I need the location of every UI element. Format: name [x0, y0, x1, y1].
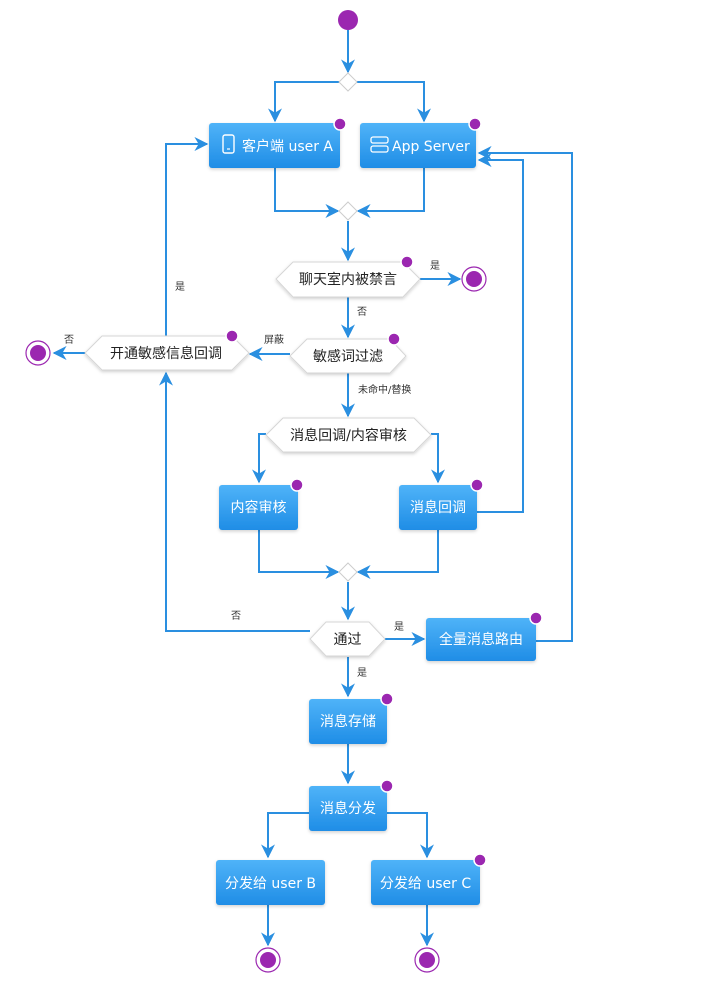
end-node-user-c: [414, 947, 440, 973]
merge-diamond: [338, 201, 358, 221]
edge-labels: 是 否 屏蔽 否 是 未命中/替换 是 否 是: [64, 260, 440, 679]
edge-callback-to-server: [477, 153, 524, 513]
message-callback-badge: [470, 478, 484, 492]
label-callback-yes: 是: [175, 281, 185, 293]
end-node-user-b: [255, 947, 281, 973]
message-dispatch-badge: [380, 779, 394, 793]
app-server-label: App Server: [392, 139, 470, 155]
message-dispatch-node[interactable]: 消息分发: [309, 779, 394, 831]
label-muted-yes: 是: [430, 260, 440, 272]
client-a-label: 客户端 user A: [242, 138, 333, 155]
label-callback-no: 否: [64, 334, 74, 346]
edge-dispatch-to-c: [387, 812, 434, 859]
edge-review-to-content: [252, 433, 266, 484]
dispatch-user-c-label: 分发给 user C: [380, 876, 471, 892]
merge-diamond-2: [338, 562, 358, 582]
edges: [52, 30, 573, 947]
content-review-badge: [290, 478, 304, 492]
phone-icon: [222, 134, 235, 154]
edge-fork-to-server: [357, 81, 431, 123]
label-filter-miss: 未命中/替换: [358, 383, 411, 396]
sensitive-callback-badge: [225, 329, 239, 343]
edge-fork-to-client: [268, 81, 339, 123]
edge-pass-no: [159, 371, 310, 632]
edge-client-to-merge: [274, 168, 340, 218]
label-pass-yes-route: 是: [394, 621, 404, 633]
edge-content-to-merge: [258, 529, 340, 579]
callback-review-node[interactable]: 消息回调/内容审核: [265, 417, 432, 453]
edge-route-to-server: [477, 146, 573, 642]
full-routing-label: 全量消息路由: [439, 631, 523, 648]
edge-callbackbox-to-merge: [356, 529, 439, 579]
dispatch-user-c-node[interactable]: 分发给 user C: [371, 853, 487, 905]
edge-server-to-merge: [356, 168, 425, 218]
server-icon: [370, 136, 389, 153]
full-routing-node[interactable]: 全量消息路由: [426, 611, 543, 661]
message-store-label: 消息存储: [320, 713, 376, 730]
message-store-node[interactable]: 消息存储: [309, 692, 394, 744]
dispatch-user-c-badge: [473, 853, 487, 867]
app-server-node[interactable]: App Server: [360, 117, 482, 168]
content-review-node[interactable]: 内容审核: [219, 478, 304, 530]
edge-callback-yes: [165, 137, 209, 336]
message-callback-label: 消息回调: [410, 499, 466, 516]
message-dispatch-label: 消息分发: [320, 800, 376, 817]
sensitive-filter-label: 敏感词过滤: [313, 348, 383, 365]
sensitive-filter-node[interactable]: 敏感词过滤: [289, 332, 407, 374]
content-review-label: 内容审核: [231, 499, 287, 516]
fork-diamond: [338, 72, 358, 92]
edge-review-to-callback: [431, 433, 445, 484]
app-server-badge: [468, 117, 482, 131]
label-pass-no: 否: [231, 610, 241, 622]
full-routing-badge: [529, 611, 543, 625]
callback-review-label: 消息回调/内容审核: [290, 427, 407, 444]
pass-check-label: 通过: [334, 632, 362, 648]
pass-check-node[interactable]: 通过: [309, 621, 386, 657]
end-node-callback: [25, 340, 51, 366]
sensitive-callback-node[interactable]: 开通敏感信息回调: [84, 329, 250, 371]
label-muted-no: 否: [357, 306, 367, 318]
sensitive-callback-label: 开通敏感信息回调: [110, 345, 222, 362]
edge-dispatch-to-b: [261, 812, 309, 859]
client-a-badge: [333, 117, 347, 131]
dispatch-user-b-node[interactable]: 分发给 user B: [216, 860, 325, 905]
start-node: [338, 10, 358, 30]
label-filter-block: 屏蔽: [264, 334, 284, 346]
dispatch-user-b-label: 分发给 user B: [225, 876, 316, 892]
muted-check-badge: [400, 255, 414, 269]
sensitive-filter-badge: [387, 332, 401, 346]
muted-check-label: 聊天室内被禁言: [299, 271, 397, 288]
end-node-muted: [461, 266, 487, 292]
message-callback-node[interactable]: 消息回调: [399, 478, 484, 530]
label-pass-yes-store: 是: [357, 667, 367, 679]
muted-check-node[interactable]: 聊天室内被禁言: [275, 255, 421, 298]
message-store-badge: [380, 692, 394, 706]
client-a-node[interactable]: 客户端 user A: [209, 117, 347, 168]
